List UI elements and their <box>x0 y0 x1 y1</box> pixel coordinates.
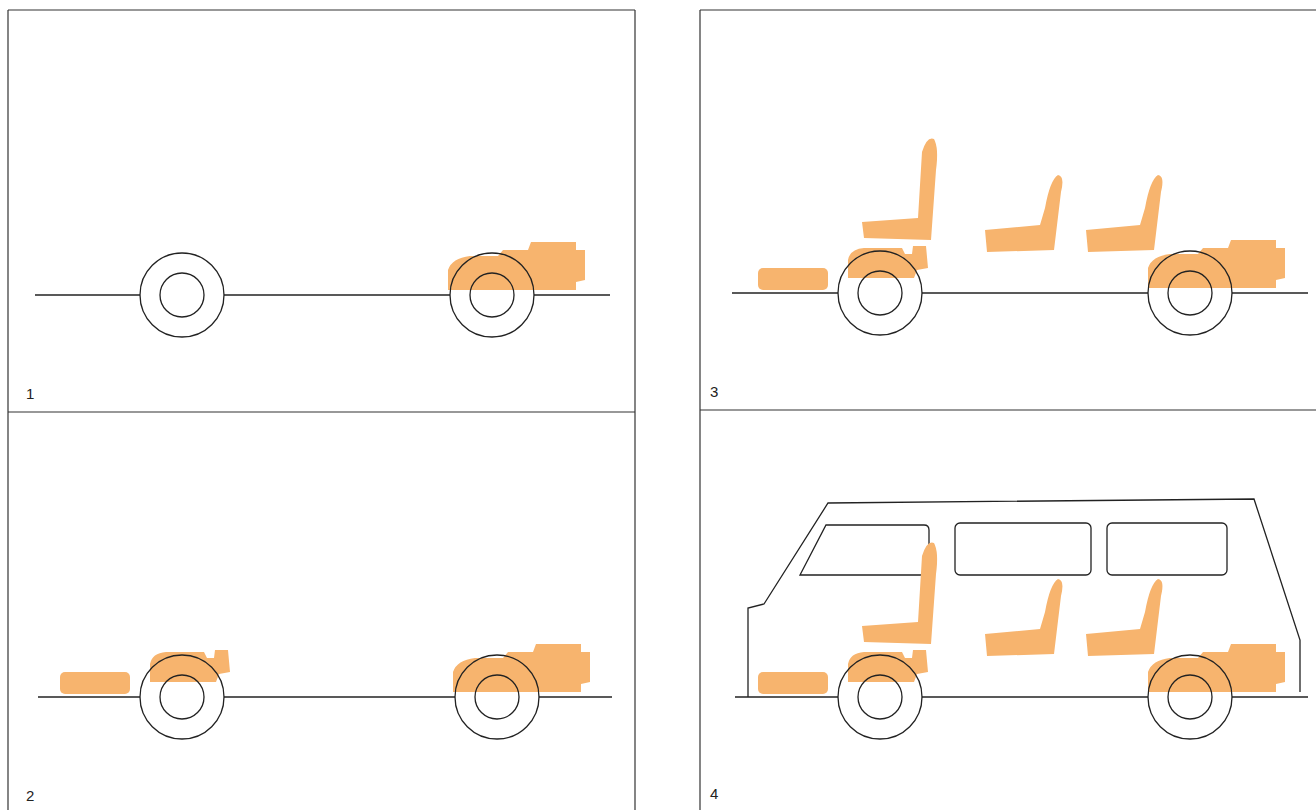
van-body <box>748 499 1300 697</box>
front-unit <box>60 246 928 694</box>
panel-number: 3 <box>710 384 718 399</box>
ground-line <box>35 293 1308 697</box>
seats <box>862 139 1162 656</box>
panel-number: 1 <box>26 386 34 401</box>
panel-frame <box>8 10 1316 810</box>
wheel <box>140 251 1232 739</box>
panel-number: 2 <box>26 788 34 803</box>
engine-unit <box>448 240 1285 692</box>
panel-number: 4 <box>710 786 718 801</box>
wheel-outline <box>140 251 1232 739</box>
